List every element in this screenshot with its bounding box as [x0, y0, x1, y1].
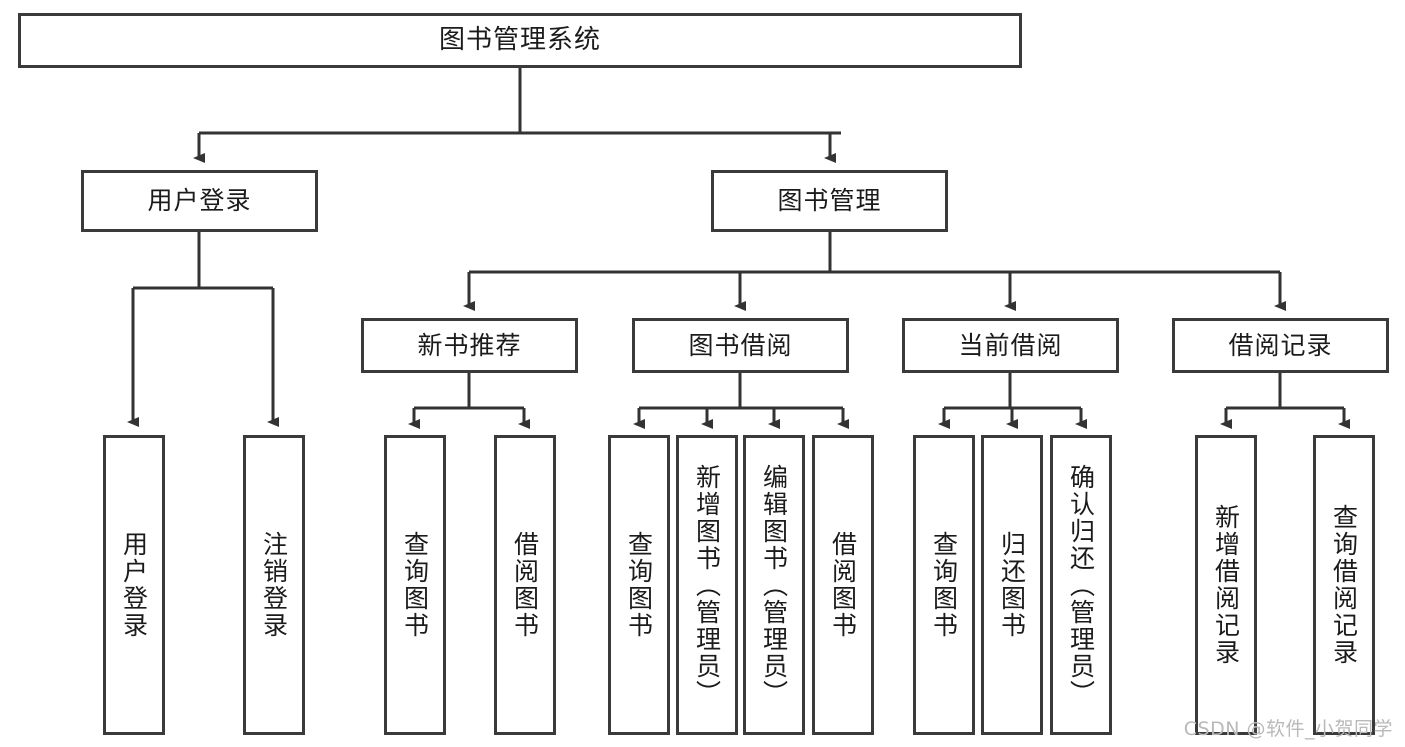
node-label: 当前借阅 [958, 330, 1063, 360]
node-label: 新书推荐 [417, 330, 522, 360]
leaf-recommend-borrow-book[interactable]: 借阅图书 [494, 435, 556, 735]
node-label: 图书管理系统 [438, 24, 601, 55]
node-borrow-record[interactable]: 借阅记录 [1172, 318, 1389, 373]
node-label: 用户登录 [119, 531, 149, 639]
node-book-management[interactable]: 图书管理 [711, 170, 948, 232]
node-label: 注销登录 [259, 531, 289, 639]
leaf-borrow-add-book-admin[interactable]: 新增图书（管理员） [676, 435, 738, 735]
watermark-text: CSDN @软件_小贺同学 [1183, 718, 1393, 740]
leaf-record-add-record[interactable]: 新增借阅记录 [1195, 435, 1257, 735]
node-label: 查询图书 [624, 531, 654, 639]
node-label: 编辑图书（管理员） [759, 463, 789, 707]
node-label: 查询图书 [400, 531, 430, 639]
leaf-current-confirm-return-admin[interactable]: 确认归还（管理员） [1050, 435, 1112, 735]
node-label: 图书借阅 [688, 330, 793, 360]
node-label: 借阅记录 [1228, 330, 1333, 360]
node-root-system[interactable]: 图书管理系统 [18, 13, 1022, 68]
leaf-record-query-record[interactable]: 查询借阅记录 [1313, 435, 1375, 735]
leaf-current-query-book[interactable]: 查询图书 [913, 435, 975, 735]
node-label: 归还图书 [997, 531, 1027, 639]
node-label: 借阅图书 [828, 531, 858, 639]
node-user-login[interactable]: 用户登录 [81, 170, 318, 232]
leaf-recommend-query-book[interactable]: 查询图书 [384, 435, 446, 735]
node-new-book-recommend[interactable]: 新书推荐 [361, 318, 578, 373]
node-current-borrow[interactable]: 当前借阅 [902, 318, 1119, 373]
node-book-borrow[interactable]: 图书借阅 [632, 318, 849, 373]
leaf-user-login-login[interactable]: 用户登录 [103, 435, 165, 735]
leaf-borrow-query-book[interactable]: 查询图书 [608, 435, 670, 735]
node-label: 确认归还（管理员） [1066, 463, 1096, 707]
node-label: 查询图书 [929, 531, 959, 639]
node-label: 借阅图书 [510, 531, 540, 639]
node-label: 图书管理 [777, 186, 882, 215]
leaf-current-return-book[interactable]: 归还图书 [981, 435, 1043, 735]
node-label: 新增借阅记录 [1211, 504, 1241, 666]
node-label: 用户登录 [147, 186, 252, 215]
leaf-user-login-logout[interactable]: 注销登录 [243, 435, 305, 735]
leaf-borrow-edit-book-admin[interactable]: 编辑图书（管理员） [743, 435, 805, 735]
node-label: 查询借阅记录 [1329, 504, 1359, 666]
leaf-borrow-borrow-book[interactable]: 借阅图书 [812, 435, 874, 735]
node-label: 新增图书（管理员） [692, 463, 722, 707]
